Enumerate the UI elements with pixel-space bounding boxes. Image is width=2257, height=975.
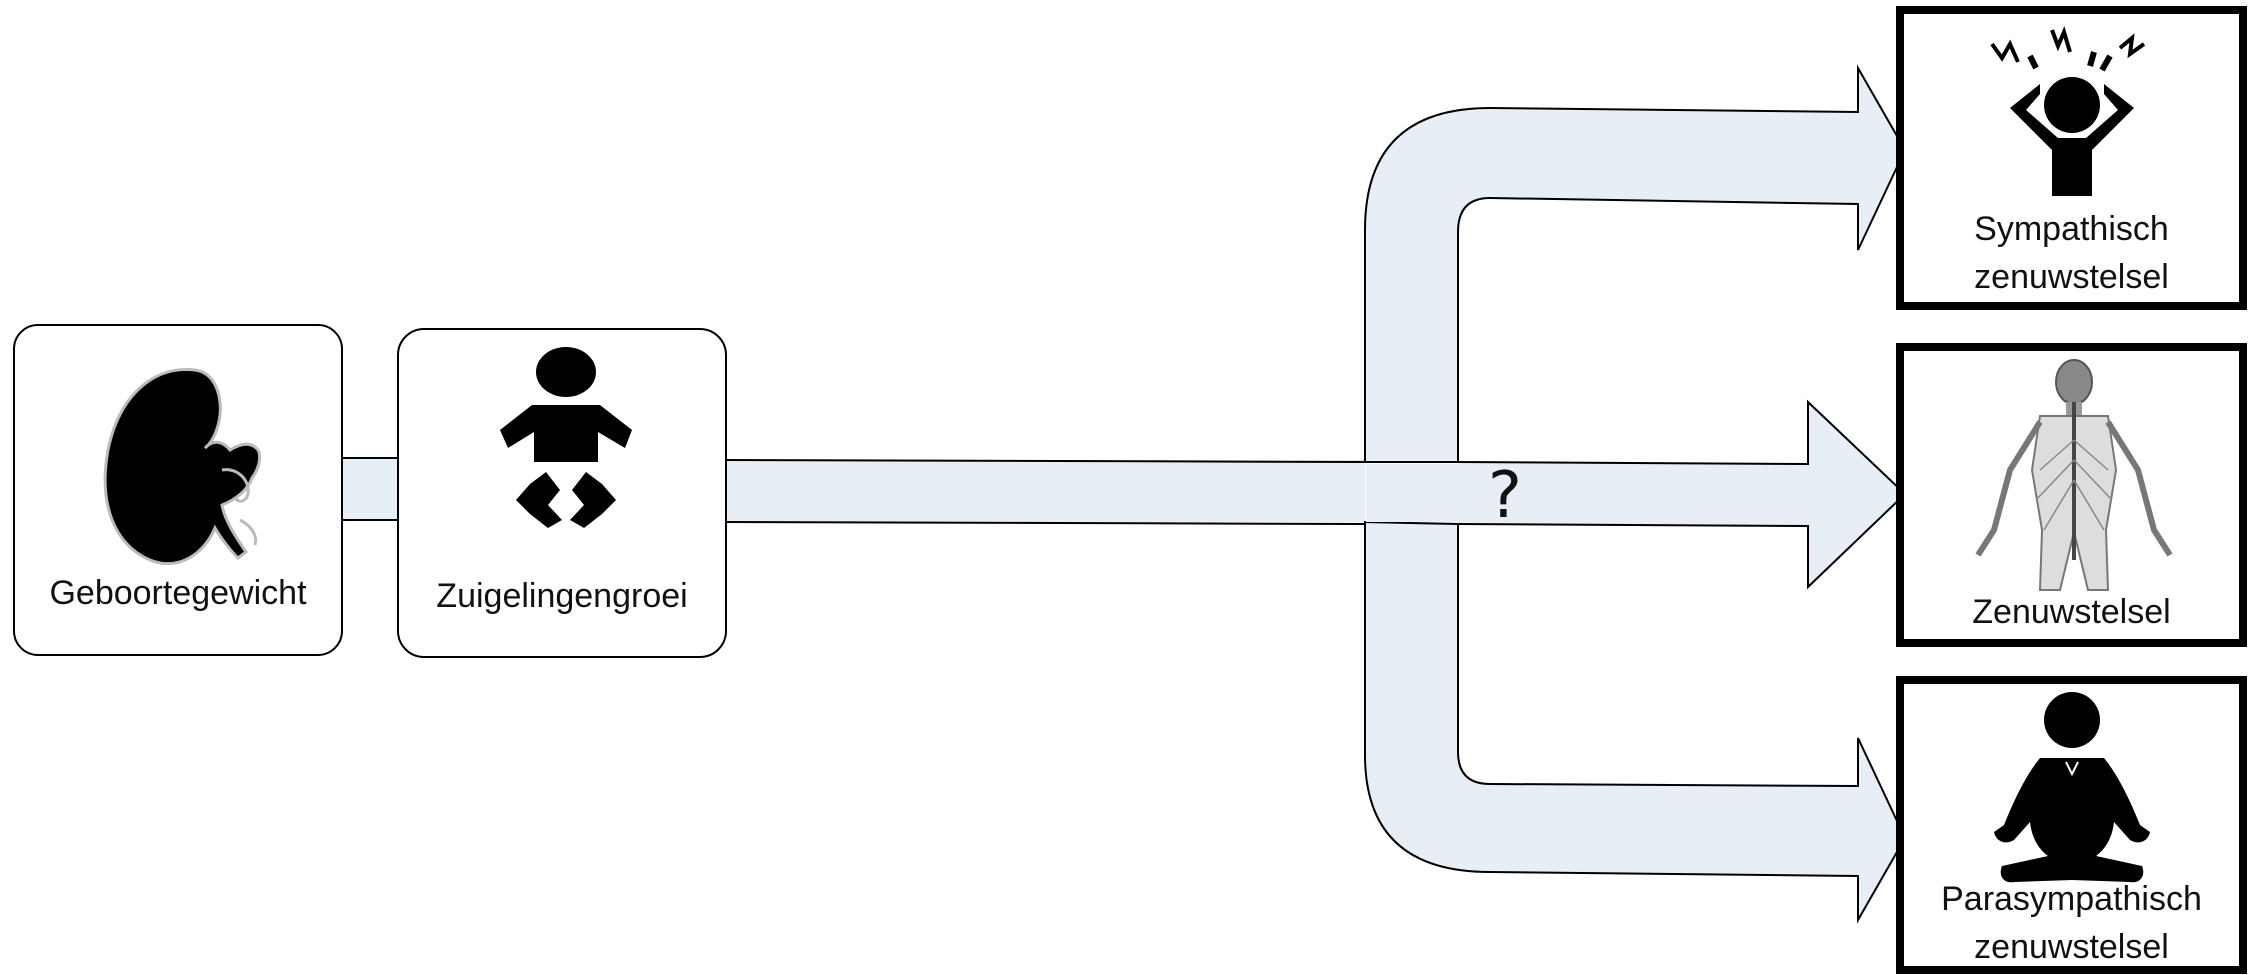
arrow-to-sympathetic <box>1364 64 1907 463</box>
meditating-person-icon <box>1994 692 2150 883</box>
label-sympathetic-line2: zenuwstelsel <box>1974 258 2169 296</box>
label-birth-weight: Geboortegewicht <box>49 574 307 612</box>
question-mark: ? <box>1488 459 1522 533</box>
baby-icon <box>500 347 632 528</box>
connector-birthweight-to-growth <box>340 457 400 521</box>
label-parasympathetic-line1: Parasympathisch <box>1941 880 2202 918</box>
node-birth-weight <box>13 324 343 656</box>
main-arrow-shaft <box>724 459 1366 525</box>
label-infant-growth: Zuigelingengroei <box>436 577 688 615</box>
arrow-to-nervous-system <box>1366 399 1907 590</box>
arrow-to-parasympathetic <box>1364 520 1907 924</box>
label-nervous-system: Zenuwstelsel <box>1972 593 2171 631</box>
fetus-icon <box>103 368 262 566</box>
node-nervous-system <box>1896 343 2247 647</box>
node-parasympathetic <box>1896 676 2247 974</box>
nervous-system-icon <box>1975 359 2173 591</box>
node-infant-growth <box>397 328 727 658</box>
stressed-person-icon <box>1990 26 2146 196</box>
label-parasympathetic-line2: zenuwstelsel <box>1974 928 2169 966</box>
node-sympathetic <box>1896 6 2247 310</box>
label-sympathetic-line1: Sympathisch <box>1974 210 2169 248</box>
